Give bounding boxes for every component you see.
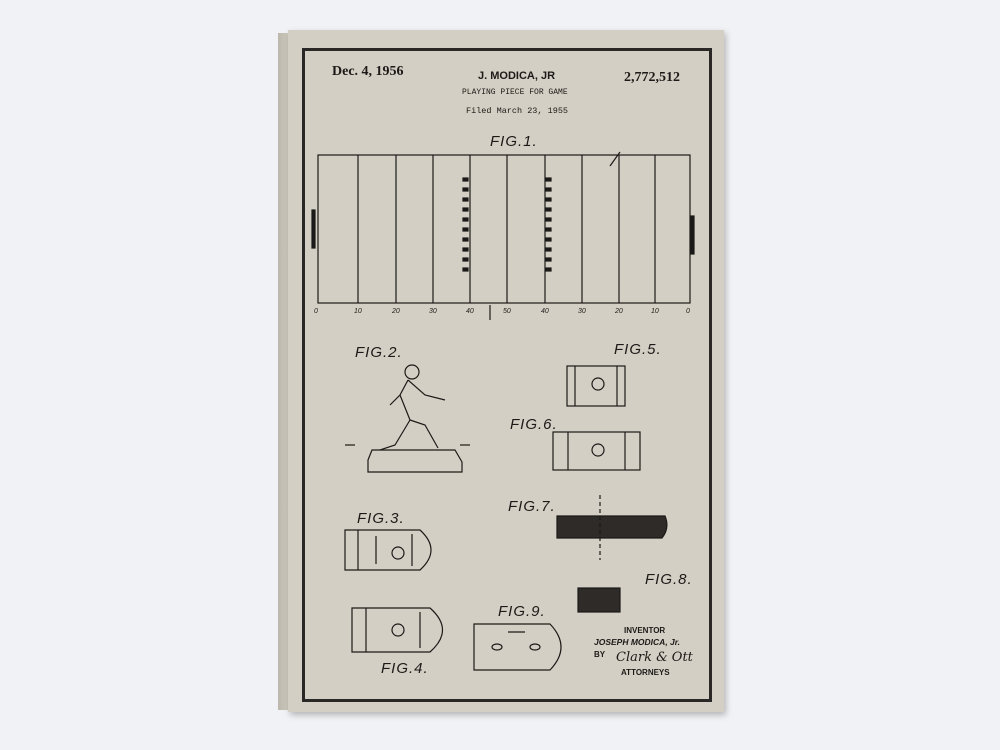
inventor-name: J. MODICA, JR <box>478 70 556 82</box>
fig4-label: FIG.4. <box>381 660 429 677</box>
fig1-label: FIG.1. <box>490 133 538 150</box>
player-marker <box>462 247 469 252</box>
fig4-piece-top <box>351 607 444 653</box>
fig5-piece-top <box>566 365 626 407</box>
player-marker <box>462 187 469 192</box>
yard-label: 10 <box>354 308 362 315</box>
yard-label: 50 <box>503 308 511 315</box>
yard-label: 0 <box>314 308 318 315</box>
player-marker <box>462 217 469 222</box>
player-marker <box>462 267 469 272</box>
filed-date: Filed March 23, 1955 <box>466 106 569 116</box>
yard-label: 30 <box>578 308 586 315</box>
player-marker <box>545 207 552 212</box>
yard-label: 30 <box>429 308 437 315</box>
fig6-label: FIG.6. <box>510 416 558 433</box>
yard-label: 20 <box>615 308 623 315</box>
fig1-football-field <box>311 151 695 320</box>
yard-label: 10 <box>651 308 659 315</box>
fig7-label: FIG.7. <box>508 498 556 515</box>
fig2-player-piece <box>345 364 470 473</box>
fig7-piece-section <box>556 495 668 560</box>
attorney-signature: Clark & Ott <box>616 650 693 665</box>
player-marker <box>545 247 552 252</box>
fig3-piece-top <box>344 529 432 571</box>
by-label: BY <box>594 650 606 659</box>
player-marker <box>462 177 469 182</box>
drawing-border <box>302 48 712 702</box>
player-marker <box>462 237 469 242</box>
player-marker <box>545 177 552 182</box>
yard-label: 0 <box>686 308 690 315</box>
player-marker <box>545 237 552 242</box>
inventor-label: INVENTOR <box>624 626 666 635</box>
player-marker <box>462 207 469 212</box>
player-marker <box>462 227 469 232</box>
player-marker <box>545 217 552 222</box>
player-marker <box>545 197 552 202</box>
inventor-full-name: JOSEPH MODICA, Jr. <box>594 637 680 647</box>
player-marker <box>545 187 552 192</box>
fig8-piece-section <box>577 587 621 613</box>
yard-label: 40 <box>466 308 474 315</box>
player-marker <box>545 267 552 272</box>
fig8-label: FIG.8. <box>645 571 693 588</box>
fig5-label: FIG.5. <box>614 341 662 358</box>
player-marker <box>545 227 552 232</box>
canvas-print <box>288 30 724 712</box>
player-marker <box>462 257 469 262</box>
patent-number: 2,772,512 <box>624 70 680 85</box>
canvas-edge <box>278 33 289 710</box>
player-marker <box>462 197 469 202</box>
fig9-piece-top <box>473 623 562 671</box>
fig3-label: FIG.3. <box>357 510 405 527</box>
fig9-label: FIG.9. <box>498 603 546 620</box>
yard-label: 20 <box>392 308 400 315</box>
patent-date: Dec. 4, 1956 <box>332 64 404 79</box>
attorneys-label: ATTORNEYS <box>621 668 670 677</box>
player-marker <box>545 257 552 262</box>
yard-label: 40 <box>541 308 549 315</box>
patent-title: PLAYING PIECE FOR GAME <box>462 88 568 97</box>
fig2-label: FIG.2. <box>355 344 403 361</box>
fig6-piece-top <box>552 431 641 471</box>
